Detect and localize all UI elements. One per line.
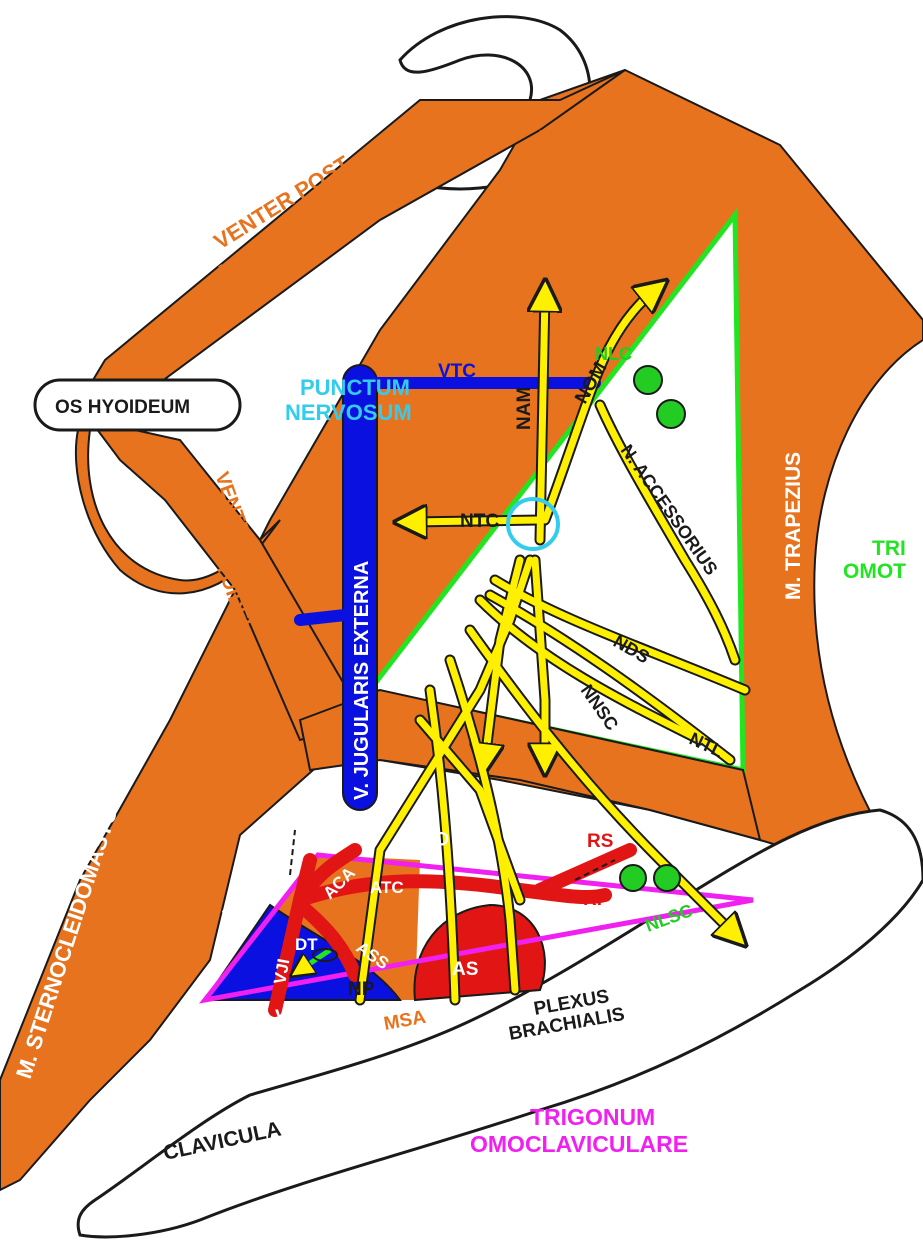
label-punctum-2: NERVOSUM [285, 400, 412, 425]
label-m-trapezius: M. TRAPEZIUS [782, 452, 805, 600]
label-nam: NAM [514, 387, 535, 430]
label-os-hyoideum: OS HYOIDEUM [55, 397, 190, 418]
label-ttc: TTC [222, 907, 255, 926]
label-ntc: NTC [460, 511, 499, 532]
label-np: NP [348, 979, 375, 1000]
label-v-jugularis: V. JUGULARIS EXTERNA [351, 561, 373, 800]
lymph-node-nlc-1 [634, 366, 662, 394]
label-vtc: VTC [438, 361, 476, 382]
label-trigonum-1: TRIGONUM [530, 1104, 655, 1130]
label-rp: RP [583, 889, 610, 910]
label-ati: ATI [254, 821, 279, 851]
label-dt: DT [295, 935, 318, 954]
label-rs: RS [587, 831, 613, 852]
label-punctum-1: PUNCTUM [300, 375, 410, 400]
vein-branch [300, 615, 345, 620]
lymph-node-nlc-2 [657, 400, 685, 428]
label-tri-omot-2: OMOT [843, 560, 906, 583]
label-as: AS [452, 959, 478, 980]
label-tri-omot-1: TRI [872, 537, 906, 560]
ati-dashed [290, 830, 295, 875]
label-trigonum-2: OMOCLAVICULARE [470, 1131, 688, 1157]
lymph-node-nlsc-2 [654, 865, 680, 891]
label-msa: MSA [382, 1007, 428, 1035]
label-nlc: NLC [595, 344, 632, 364]
label-atc: ATC [370, 878, 404, 897]
lymph-node-nlsc-1 [620, 865, 646, 891]
label-vs: VS [275, 1007, 300, 1028]
